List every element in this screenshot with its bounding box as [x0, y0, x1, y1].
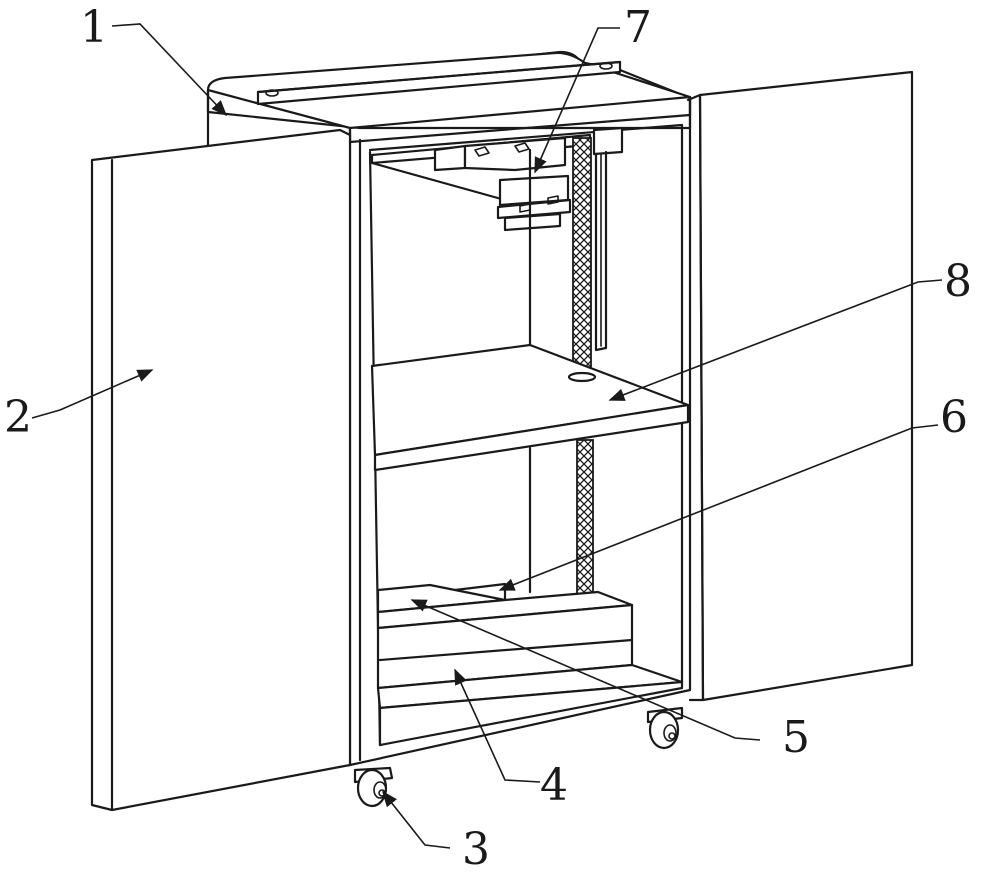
- lead-screw-upper: [573, 138, 591, 378]
- front-caster: [355, 768, 392, 806]
- label-8: 8: [944, 256, 972, 307]
- leader-3: [383, 792, 450, 848]
- label-4: 4: [540, 760, 568, 811]
- guide-rail: [594, 128, 622, 350]
- clamp-mechanism: [372, 135, 590, 230]
- right-door: [688, 72, 912, 700]
- label-3: 3: [462, 824, 490, 873]
- label-5: 5: [782, 712, 810, 763]
- label-2: 2: [4, 392, 32, 443]
- label-6: 6: [940, 392, 968, 443]
- middle-shelf: [372, 150, 688, 470]
- left-door: [92, 130, 350, 810]
- label-1: 1: [80, 2, 108, 53]
- label-7: 7: [624, 2, 652, 53]
- bottom-unit: [378, 584, 682, 745]
- lead-screw-lower: [530, 440, 593, 605]
